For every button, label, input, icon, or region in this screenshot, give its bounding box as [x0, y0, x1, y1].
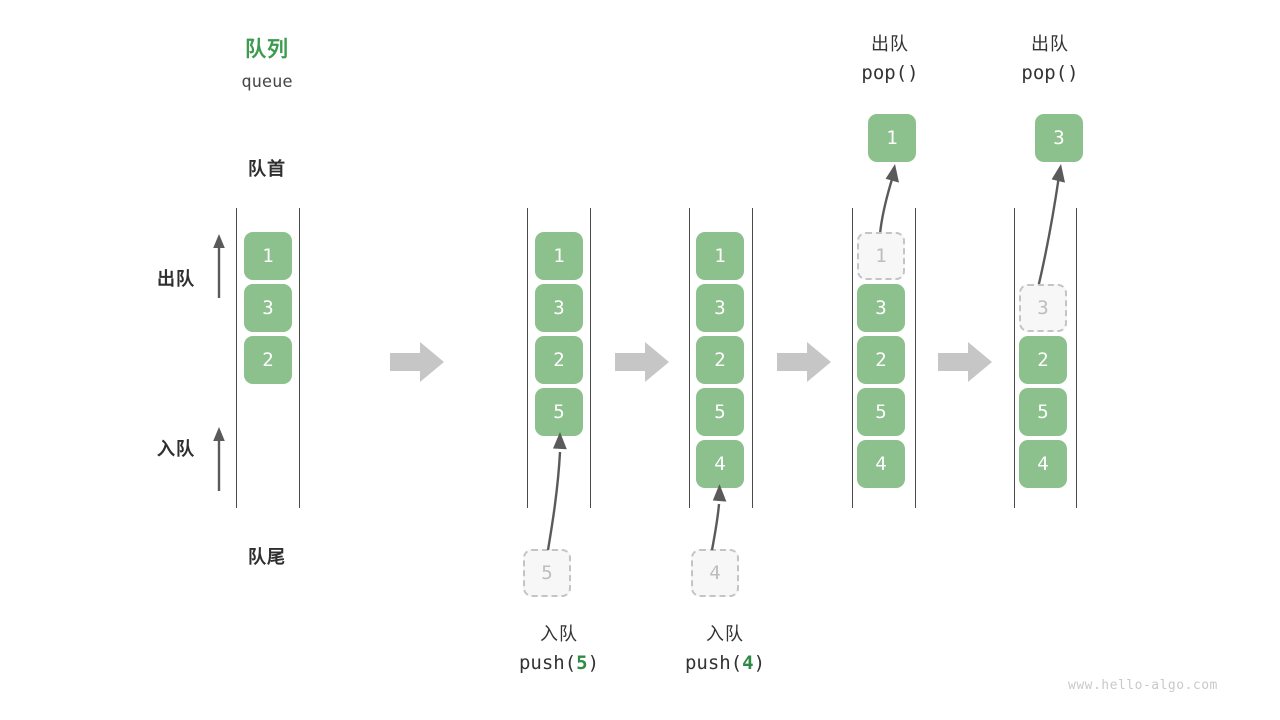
queue-rail-left — [689, 208, 690, 508]
front-label: 队首 — [248, 159, 286, 179]
push-5-label-cn: 入队 — [540, 624, 578, 644]
queue-cell: 2 — [244, 336, 292, 384]
queue-cell: 1 — [244, 232, 292, 280]
push-5-code-value: 5 — [576, 652, 588, 674]
step-arrow-icon — [390, 342, 444, 382]
queue-cell: 5 — [857, 388, 905, 436]
queue-cell: 1 — [857, 232, 905, 280]
push-arrow-icon — [546, 432, 567, 551]
queue-rail-right — [915, 208, 916, 508]
push-5-code-suffix: ) — [587, 652, 600, 674]
queue-rail-right — [1076, 208, 1077, 508]
queue-title-code: queue — [241, 72, 293, 92]
queue-cell: 3 — [244, 284, 292, 332]
queue-title-cn: 队列 — [245, 38, 289, 61]
queue-rail-left — [852, 208, 853, 508]
queue-cell: 1 — [696, 232, 744, 280]
push-4-code-prefix: push( — [684, 652, 743, 674]
pop-1-label: 出队 pop() — [790, 30, 990, 84]
enqueue-side-label: 入队 — [157, 439, 195, 459]
push-4-label: 入队 push(4) — [625, 620, 825, 674]
queue-cell: 4 — [696, 440, 744, 488]
incoming-ghost-cell: 5 — [523, 549, 571, 597]
incoming-ghost-cell: 4 — [691, 549, 739, 597]
step-arrow-icon — [777, 342, 831, 382]
pop-1-label-code: pop() — [861, 62, 919, 84]
queue-cell: 2 — [1019, 336, 1067, 384]
push-arrow-icon — [710, 484, 727, 551]
queue-rail-right — [752, 208, 753, 508]
queue-cell: 5 — [1019, 388, 1067, 436]
step-arrow-icon — [938, 342, 992, 382]
queue-cell: 3 — [857, 284, 905, 332]
queue-rail-left — [1014, 208, 1015, 508]
push-5-code-prefix: push( — [518, 652, 577, 674]
rear-label: 队尾 — [248, 547, 286, 567]
queue-cell: 3 — [1019, 284, 1067, 332]
queue-rail-left — [236, 208, 237, 508]
queue-cell: 4 — [1019, 440, 1067, 488]
queue-rail-right — [299, 208, 300, 508]
watermark: www.hello-algo.com — [1068, 678, 1218, 693]
queue-cell: 1 — [535, 232, 583, 280]
queue-cell: 5 — [535, 388, 583, 436]
popped-cell: 3 — [1035, 114, 1083, 162]
queue-cell: 2 — [535, 336, 583, 384]
queue-rail-left — [527, 208, 528, 508]
pop-3-label-code: pop() — [1021, 62, 1079, 84]
queue-cell: 4 — [857, 440, 905, 488]
queue-cell: 5 — [696, 388, 744, 436]
pop-3-label-cn: 出队 — [1031, 34, 1069, 54]
queue-cell: 2 — [696, 336, 744, 384]
pop-3-label: 出队 pop() — [950, 30, 1150, 84]
enqueue-direction-arrow-icon — [213, 427, 225, 491]
queue-cell: 3 — [535, 284, 583, 332]
push-4-code-suffix: ) — [753, 652, 766, 674]
queue-rail-right — [590, 208, 591, 508]
push-4-code-value: 4 — [742, 652, 754, 674]
step-arrow-icon — [615, 342, 669, 382]
dequeue-direction-arrow-icon — [213, 234, 225, 298]
queue-cell: 3 — [696, 284, 744, 332]
push-5-label: 入队 push(5) — [459, 620, 659, 674]
pop-arrow-icon — [878, 164, 899, 235]
pop-1-label-cn: 出队 — [871, 34, 909, 54]
push-4-label-cn: 入队 — [706, 624, 744, 644]
popped-cell: 1 — [868, 114, 916, 162]
queue-cell: 2 — [857, 336, 905, 384]
dequeue-side-label: 出队 — [157, 269, 195, 289]
push-4-label-code: push(4) — [625, 652, 825, 674]
push-5-label-code: push(5) — [459, 652, 659, 674]
pop-arrow-icon — [1036, 164, 1065, 289]
